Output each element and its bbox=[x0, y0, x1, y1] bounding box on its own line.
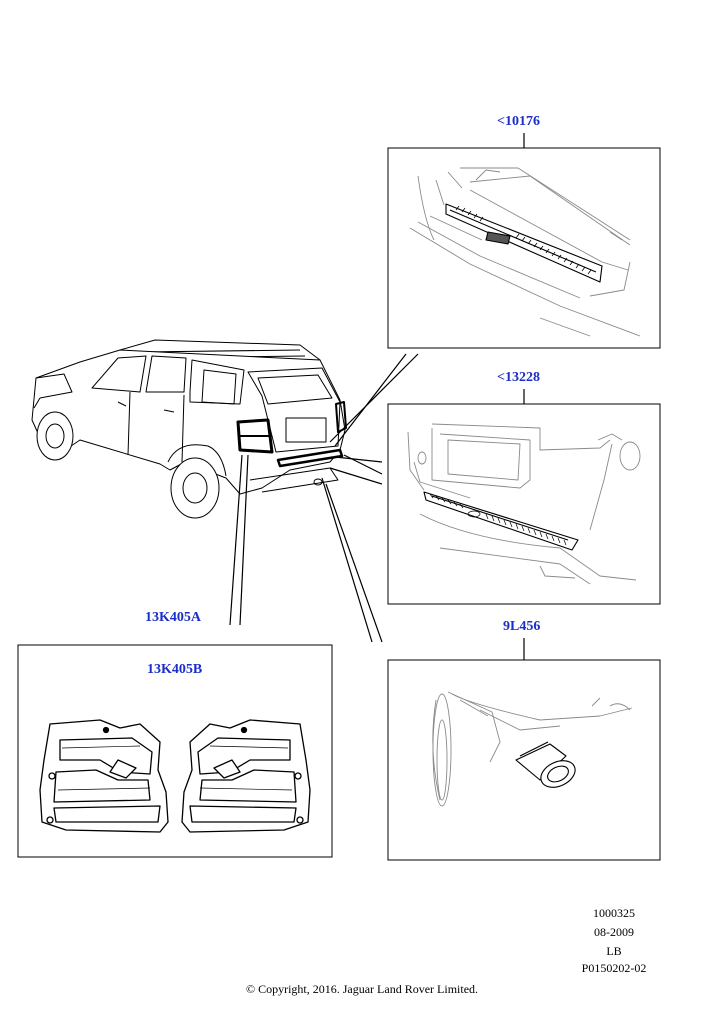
exhaust-finisher-icon bbox=[432, 691, 633, 807]
copyright-notice: © Copyright, 2016. Jaguar Land Rover Lim… bbox=[245, 982, 479, 996]
rear-bumper-protector-icon bbox=[407, 423, 641, 585]
diagram-date: 08-2009 bbox=[594, 925, 634, 939]
callout-lamp-guard[interactable]: 13K405B bbox=[147, 662, 203, 677]
boot-sill-protector-icon bbox=[409, 167, 641, 337]
tail-lamp-guard-icon bbox=[39, 719, 311, 833]
bumper-protector-box bbox=[387, 403, 661, 605]
diagram-code: 1000325 bbox=[593, 906, 635, 920]
callout-bumper-protector[interactable]: <13228 bbox=[497, 370, 540, 385]
diagram-ref: P0150202-02 bbox=[581, 961, 647, 975]
callout-lamp-guard-set[interactable]: 13K405A bbox=[145, 610, 201, 625]
callout-exhaust-finisher[interactable]: 9L456 bbox=[503, 619, 541, 634]
diagram-region: LB bbox=[606, 944, 622, 958]
vehicle-rear-view-icon bbox=[31, 339, 347, 519]
callout-boot-sill[interactable]: <10176 bbox=[497, 114, 540, 129]
